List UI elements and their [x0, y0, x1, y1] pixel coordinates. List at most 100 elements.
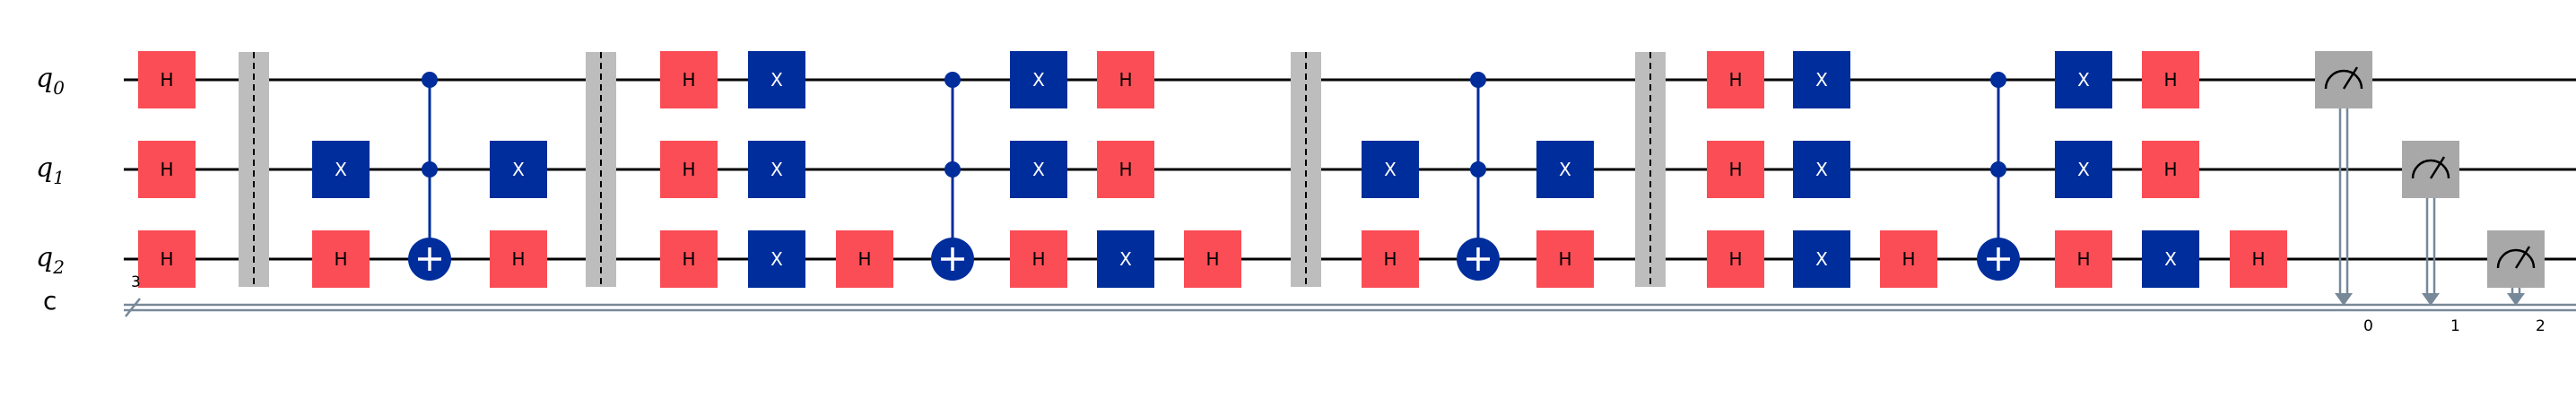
- classical-register-label: c: [43, 286, 57, 316]
- gate-label: H: [2163, 69, 2177, 91]
- gate-label: H: [160, 159, 173, 180]
- barriers-layer: [239, 52, 1666, 287]
- measure-gate: [2315, 51, 2372, 108]
- gate-box: [748, 51, 805, 108]
- gate-box: [1010, 230, 1067, 288]
- gate-label: X: [1032, 69, 1045, 91]
- classical-bit-index: 2: [2536, 317, 2546, 335]
- gate-box: [2055, 51, 2112, 108]
- gate-label: X: [770, 159, 783, 180]
- h-gate: H: [1707, 51, 1764, 108]
- gate-box: [660, 51, 718, 108]
- gate-box: [2142, 141, 2199, 198]
- qubit-label-0: q0: [36, 63, 65, 99]
- gate-label: X: [1119, 248, 1132, 270]
- ccx-control-dot: [1990, 161, 2006, 178]
- ccx-target: [931, 238, 974, 281]
- gate-label: X: [1559, 159, 1571, 180]
- measure-arrow: [2422, 293, 2440, 306]
- gate-label: H: [1031, 248, 1045, 270]
- measure-gate: [2487, 230, 2545, 288]
- h-gate: H: [1097, 51, 1154, 108]
- h-gate: H: [836, 230, 893, 288]
- gate-box: [660, 230, 718, 288]
- meter-needle-icon: [2429, 156, 2446, 179]
- ccx-control-dot: [1470, 161, 1486, 178]
- x-gate: X: [1097, 230, 1154, 288]
- gate-box: [1097, 141, 1154, 198]
- gate-box: [312, 230, 370, 288]
- gate-box: [1097, 230, 1154, 288]
- gate-box: [490, 230, 547, 288]
- x-gate: X: [490, 141, 547, 198]
- gate-box: [2055, 230, 2112, 288]
- connectors-layer: 0 1 2: [428, 80, 2546, 335]
- x-gate: X: [1793, 230, 1850, 288]
- gate-label: H: [1383, 248, 1397, 270]
- gate-box: [1707, 141, 1764, 198]
- gate-label: H: [1118, 69, 1132, 91]
- gate-label: H: [1558, 248, 1571, 270]
- gate-box: [1536, 141, 1594, 198]
- measure-arrow: [2335, 293, 2353, 306]
- gate-label: H: [1728, 248, 1742, 270]
- gate-label: H: [334, 248, 347, 270]
- measure-box: [2402, 141, 2459, 198]
- gate-box: [1097, 51, 1154, 108]
- gate-label: X: [512, 159, 525, 180]
- gate-box: [1362, 141, 1419, 198]
- h-gate: H: [660, 230, 718, 288]
- x-gate: X: [1010, 141, 1067, 198]
- gate-box: [490, 141, 547, 198]
- meter-needle-icon: [2514, 246, 2531, 269]
- x-gate: X: [1536, 141, 1594, 198]
- meter-arc-icon: [2324, 69, 2363, 90]
- gate-label: H: [511, 248, 525, 270]
- gate-box: [2230, 230, 2287, 288]
- classical-bit-index: 1: [2450, 317, 2460, 335]
- h-gate: H: [1536, 230, 1594, 288]
- gate-label: H: [682, 159, 695, 180]
- gate-box: [1184, 230, 1241, 288]
- gate-box: [748, 141, 805, 198]
- gate-label: H: [682, 248, 695, 270]
- measure-gate: [2402, 141, 2459, 198]
- measure-arrow: [2507, 293, 2525, 306]
- h-gate: H: [1707, 141, 1764, 198]
- gate-label: H: [2251, 248, 2265, 270]
- ccx-control-dot: [1470, 72, 1486, 88]
- h-gate: H: [2055, 230, 2112, 288]
- h-gate: H: [1184, 230, 1241, 288]
- labels-layer: q0 q1 q2 c 3: [36, 63, 141, 316]
- x-gate: X: [2055, 51, 2112, 108]
- gate-label: H: [1205, 248, 1219, 270]
- gate-label: X: [1815, 69, 1828, 91]
- ccx-control-dot: [1990, 72, 2006, 88]
- ccx-control-dot: [944, 72, 961, 88]
- gate-box: [1793, 141, 1850, 198]
- gate-box: [1010, 51, 1067, 108]
- ccx-control-dot: [422, 72, 438, 88]
- gate-box: [138, 141, 196, 198]
- classical-register-slash: [125, 298, 141, 317]
- gate-label: H: [1118, 159, 1132, 180]
- gate-label: X: [1815, 159, 1828, 180]
- gate-box: [2142, 230, 2199, 288]
- h-gate: H: [2142, 51, 2199, 108]
- gate-box: [138, 51, 196, 108]
- classical-bit-index: 0: [2363, 317, 2373, 335]
- h-gate: H: [1880, 230, 1937, 288]
- gate-box: [1793, 51, 1850, 108]
- x-gate: X: [1362, 141, 1419, 198]
- meter-arc-icon: [2496, 248, 2536, 269]
- x-gate: X: [748, 51, 805, 108]
- x-gate: X: [1793, 51, 1850, 108]
- gate-box: [138, 230, 196, 288]
- ccx-target: [1977, 238, 2020, 281]
- gate-label: X: [2077, 159, 2090, 180]
- x-gate: X: [2142, 230, 2199, 288]
- gate-box: [1707, 51, 1764, 108]
- gate-box: [748, 230, 805, 288]
